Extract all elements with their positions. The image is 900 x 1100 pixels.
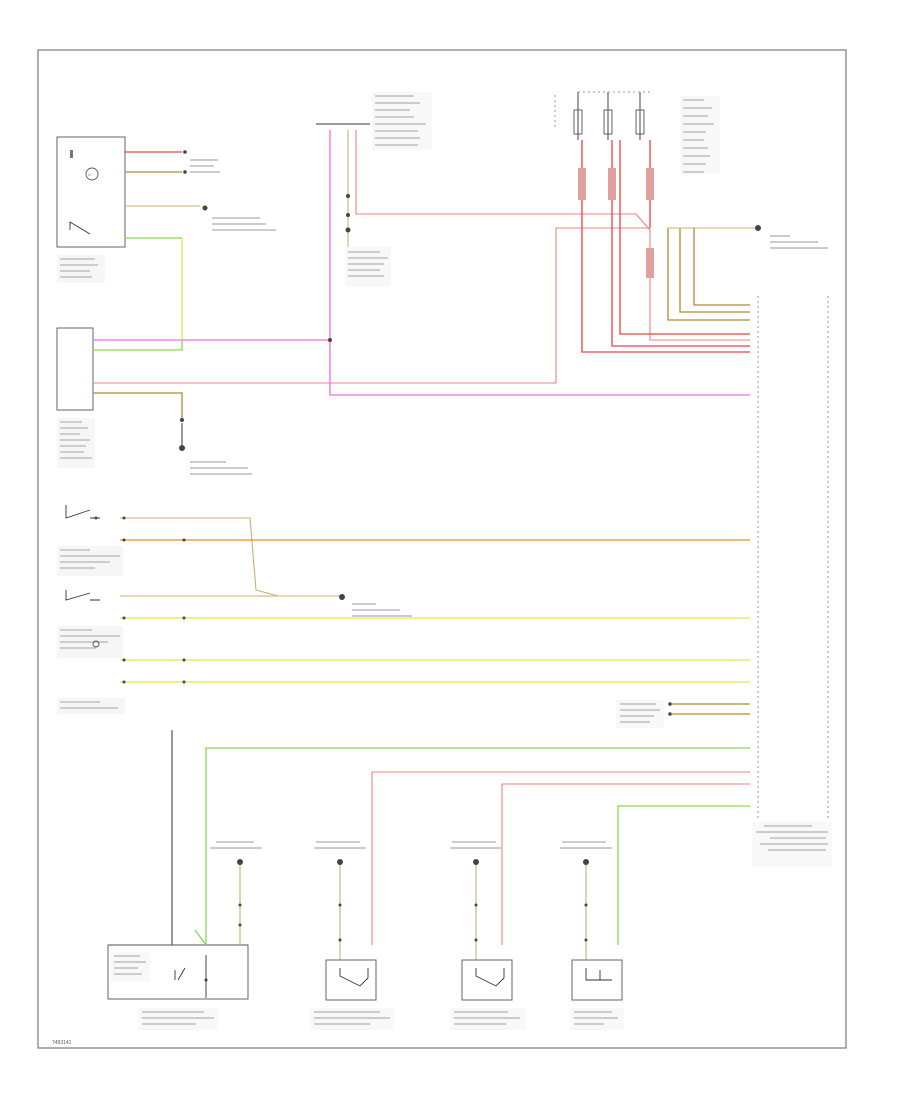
dimmer-wires — [93, 227, 650, 475]
lower-module-wires — [205, 747, 750, 945]
overhead-module-wires — [125, 150, 276, 340]
bottom-switch-4 — [570, 859, 624, 1030]
bottom-switch-3 — [450, 859, 526, 1030]
fuse-block — [554, 91, 750, 353]
bottom-ground-labels — [210, 841, 612, 849]
overhead-module: M — [56, 136, 126, 283]
dimmer-module — [56, 327, 95, 468]
figure-ref: 7493141 — [52, 1040, 72, 1046]
top-right-ground-wires — [667, 225, 828, 321]
central-locking-switch — [107, 730, 249, 1030]
door-switch-left — [57, 505, 125, 714]
diagram-frame — [37, 49, 847, 1049]
door-switch-wires — [120, 516, 750, 684]
right-connector — [616, 700, 750, 728]
body-control-module — [752, 296, 832, 866]
top-center-splice — [316, 92, 750, 396]
bottom-switch-2 — [310, 859, 394, 1030]
svg-text:M: M — [88, 172, 91, 177]
